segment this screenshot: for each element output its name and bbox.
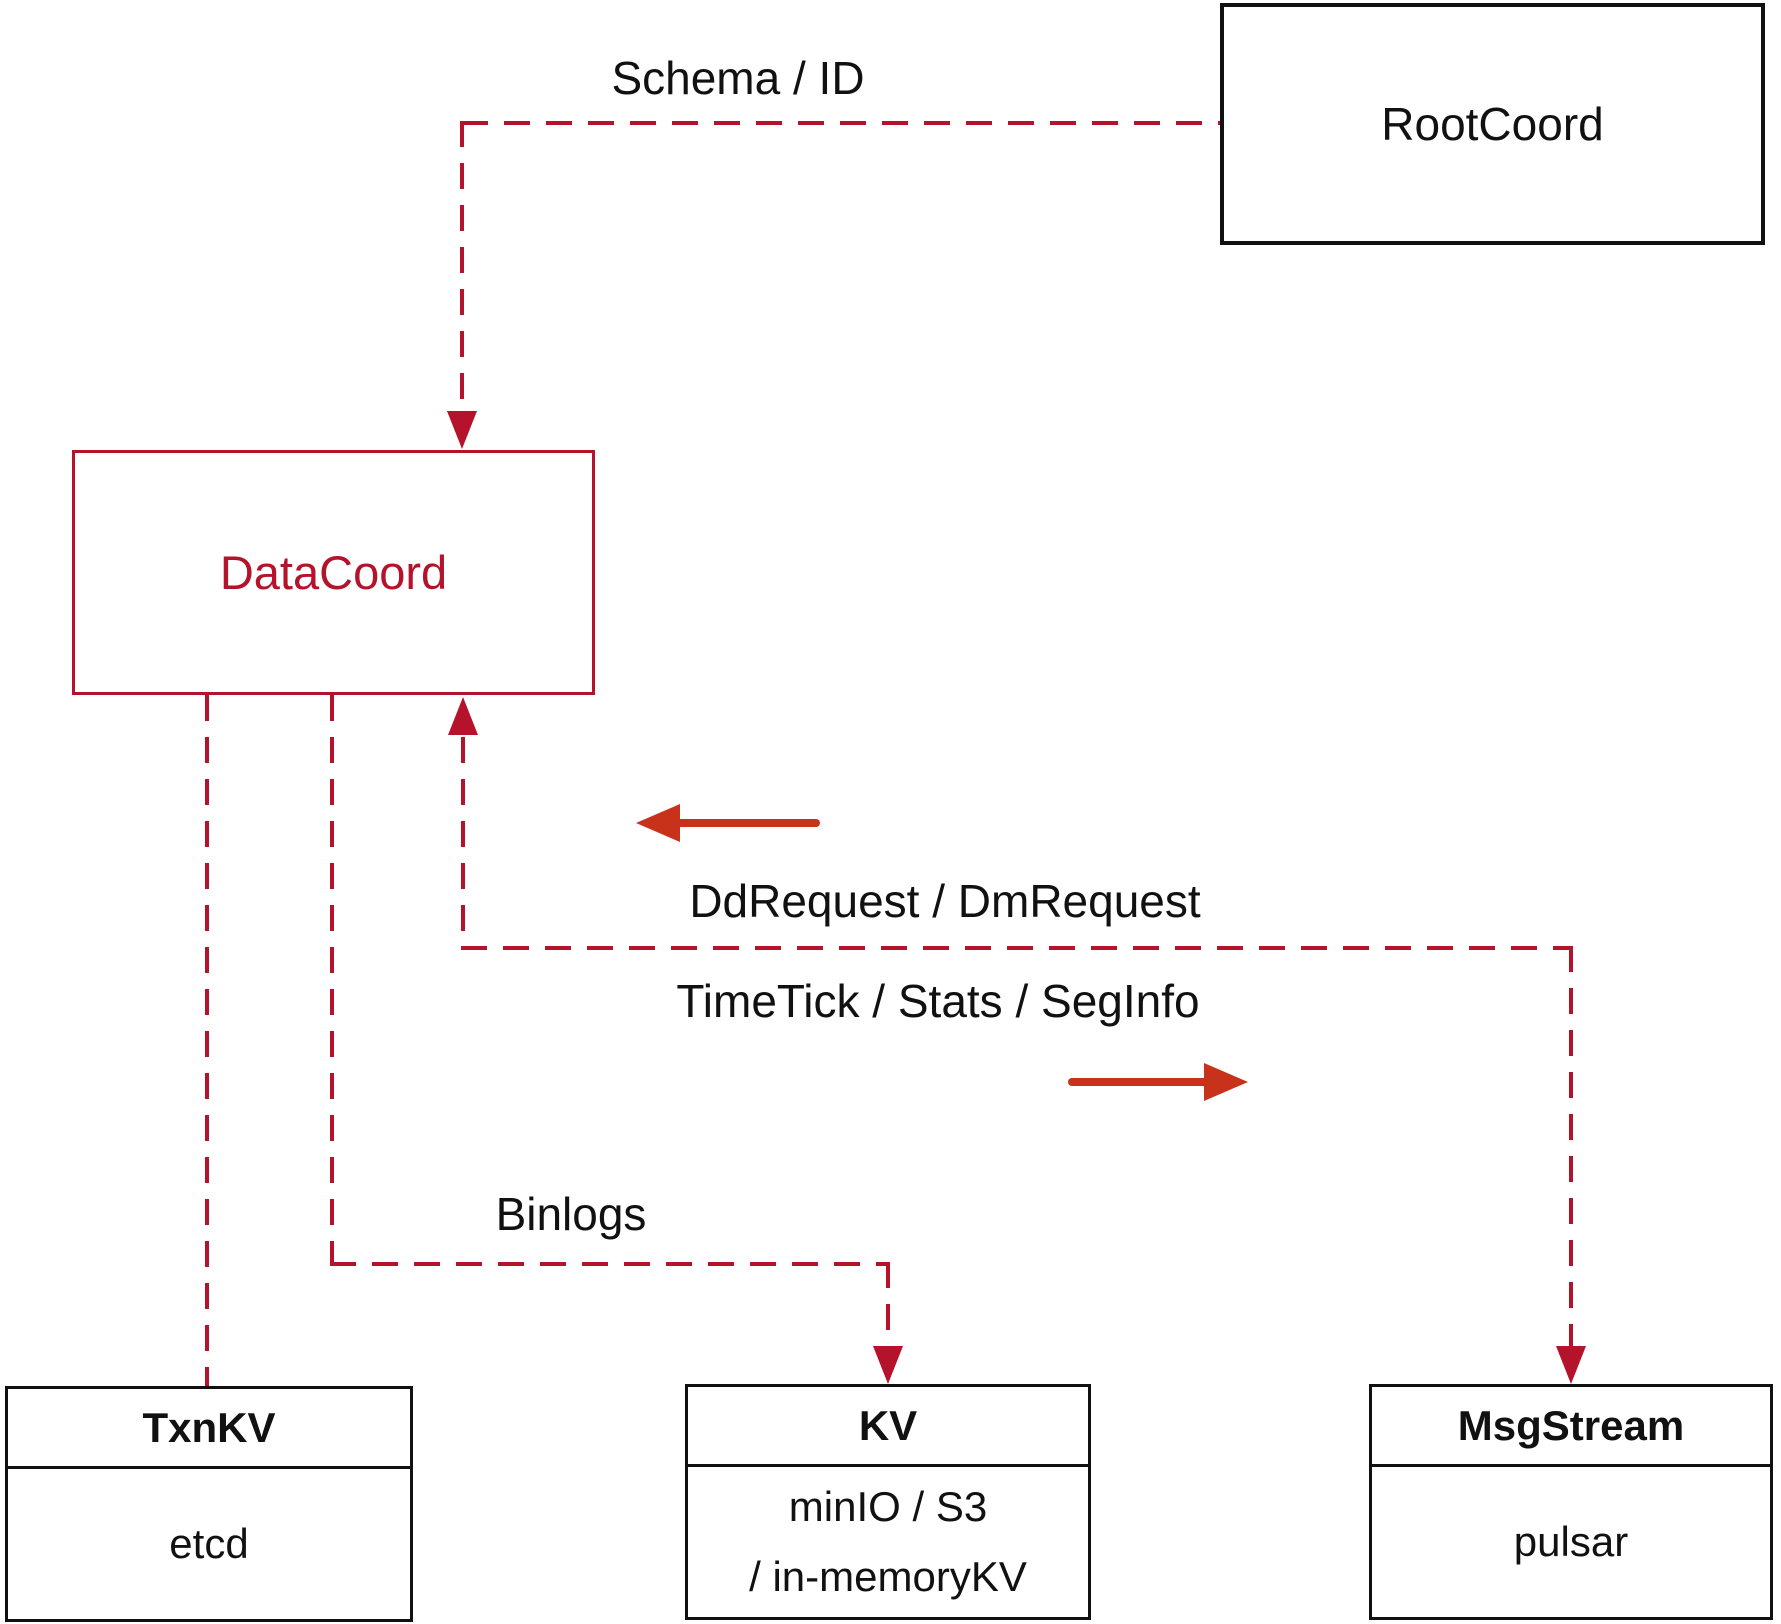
arrowhead-into-datacoord-bottom-icon bbox=[448, 697, 478, 735]
ddrequest-dmrequest-edge-label: DdRequest / DmRequest bbox=[689, 875, 1201, 927]
arrowhead-into-msgstream-top-icon bbox=[1556, 1346, 1586, 1384]
binlogs-edge-label: Binlogs bbox=[495, 1188, 647, 1240]
kv-node-impl-line2: / in-memoryKV bbox=[749, 1553, 1027, 1600]
txnkv-node-body: etcd bbox=[8, 1469, 410, 1619]
request-edge-vertical-line-left bbox=[461, 737, 465, 948]
kv-node-impl-line1: minIO / S3 bbox=[788, 1483, 988, 1530]
kv-node-body: minIO / S3 / in-memoryKV bbox=[688, 1467, 1088, 1617]
msgstream-node-body: pulsar bbox=[1372, 1467, 1770, 1617]
request-edge-vertical-line-right bbox=[1569, 946, 1573, 1348]
arrowhead-into-kv-top-icon bbox=[873, 1346, 903, 1384]
schema-id-edge-vertical-line bbox=[460, 121, 464, 413]
msgstream-node: MsgStream pulsar bbox=[1369, 1384, 1773, 1620]
left-direction-arrow-shaft bbox=[668, 819, 820, 827]
arrowhead-into-datacoord-top-icon bbox=[447, 411, 477, 449]
schema-id-edge-horizontal-line bbox=[462, 121, 1220, 125]
schema-id-edge-label: Schema / ID bbox=[611, 52, 865, 104]
binlogs-edge-horizontal-line bbox=[330, 1262, 890, 1266]
right-direction-arrow-shaft bbox=[1068, 1078, 1208, 1086]
timetick-stats-seginfo-edge-label: TimeTick / Stats / SegInfo bbox=[676, 975, 1200, 1027]
txnkv-node-header: TxnKV bbox=[8, 1389, 410, 1469]
kv-node: KV minIO / S3 / in-memoryKV bbox=[685, 1384, 1091, 1620]
rootcoord-node-label: RootCoord bbox=[1381, 98, 1604, 150]
kv-node-title: KV bbox=[858, 1401, 918, 1449]
txnkv-node-impl: etcd bbox=[169, 1520, 249, 1567]
datacoord-node: DataCoord bbox=[72, 450, 595, 695]
msgstream-node-header: MsgStream bbox=[1372, 1387, 1770, 1467]
binlogs-edge-vertical-line-1 bbox=[330, 695, 334, 1266]
kv-node-header: KV bbox=[688, 1387, 1088, 1467]
left-direction-arrow-icon bbox=[636, 804, 680, 842]
request-edge-horizontal-line bbox=[461, 946, 1573, 950]
right-direction-arrow-icon bbox=[1204, 1063, 1248, 1101]
datacoord-node-label: DataCoord bbox=[219, 546, 448, 599]
msgstream-node-impl: pulsar bbox=[1513, 1518, 1629, 1565]
binlogs-edge-vertical-line-2 bbox=[886, 1262, 890, 1348]
msgstream-node-title: MsgStream bbox=[1457, 1401, 1685, 1449]
txnkv-node-title: TxnKV bbox=[142, 1403, 276, 1451]
txnkv-node: TxnKV etcd bbox=[5, 1386, 413, 1622]
datacoord-txnkv-edge-line bbox=[205, 695, 209, 1386]
rootcoord-node: RootCoord bbox=[1220, 3, 1765, 245]
